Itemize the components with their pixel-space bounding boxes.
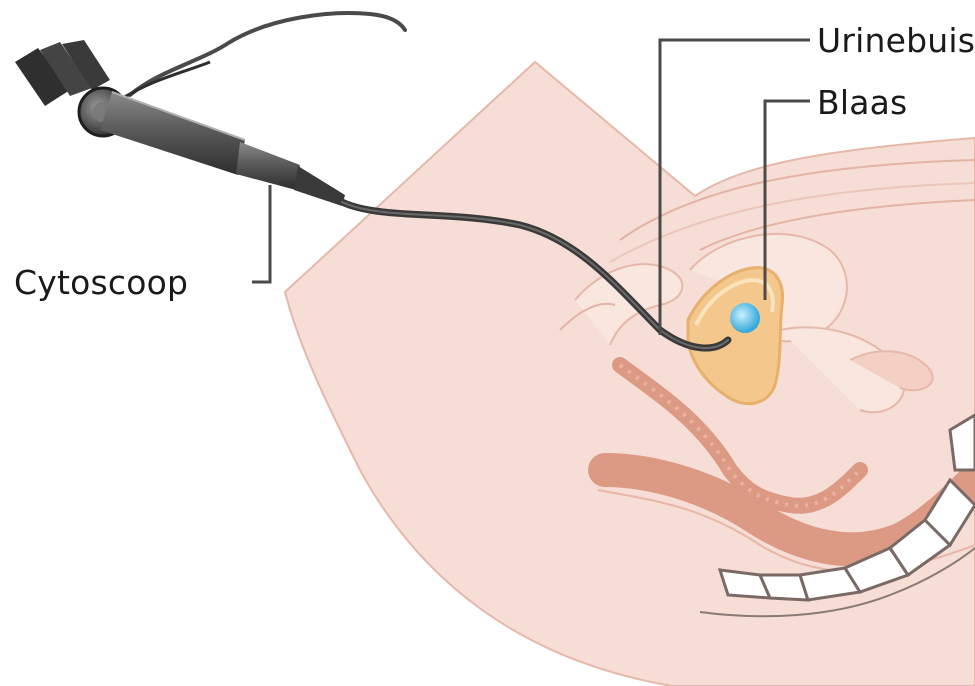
blaas-label: Blaas: [817, 86, 907, 119]
cystoscope-cable: [130, 13, 405, 95]
urinebuis-label: Urinebuis: [817, 24, 975, 57]
cytoscoop-label: Cytoscoop: [14, 266, 188, 299]
water-droplet: [730, 303, 760, 333]
cytoscoop-leader: [252, 185, 270, 282]
